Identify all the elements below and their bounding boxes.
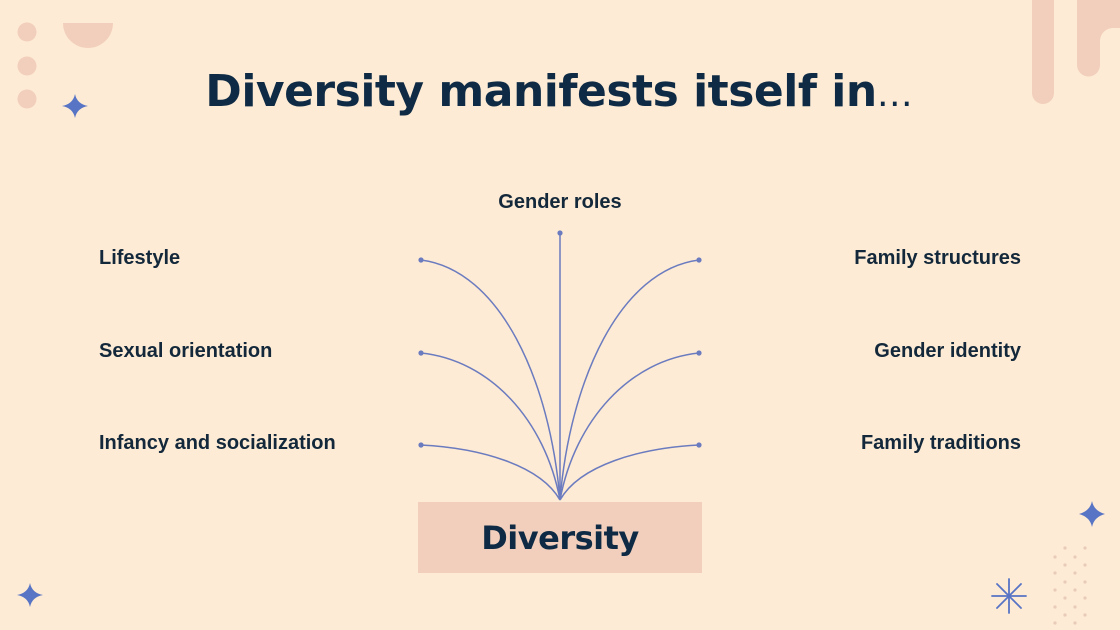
decor-top-right <box>1032 0 1120 104</box>
dot-grid-icon <box>1053 546 1087 625</box>
branch-label-left-1: Lifestyle <box>99 247 181 269</box>
branch-line-left-2 <box>420 352 561 501</box>
decor-bottom-right <box>991 501 1105 625</box>
branch-node-right-1 <box>696 257 702 263</box>
decor-circle-icon <box>17 56 37 76</box>
branch-label-right-1: Family structures <box>854 247 1021 269</box>
branch-line-right-1 <box>559 259 700 501</box>
branch-node-right-2 <box>696 350 702 356</box>
branch-label-left-3: Infancy and socialization <box>99 432 336 454</box>
decor-half-circle-icon <box>63 23 113 48</box>
decor-circle-icon <box>17 22 37 42</box>
branch-node-top <box>557 230 563 236</box>
branch-line-right-2 <box>559 352 700 501</box>
decor-rounded-hook-icon <box>1077 0 1120 77</box>
center-node-label: Diversity <box>481 518 639 557</box>
branch-label-top: Gender roles <box>498 191 622 213</box>
title-ellipsis: … <box>876 74 915 115</box>
title-text: Diversity manifests itself in <box>205 66 877 117</box>
branch-line-right-3 <box>559 444 700 501</box>
branch-node-left-1 <box>418 257 424 263</box>
decor-circle-icon <box>17 89 37 109</box>
branch-line-left-1 <box>420 259 561 501</box>
branch-node-left-2 <box>418 350 424 356</box>
center-node-box: Diversity <box>418 502 702 573</box>
branch-line-left-3 <box>420 444 561 501</box>
branch-label-right-3: Family traditions <box>860 432 1021 454</box>
page-title: Diversity manifests itself in… <box>0 62 1120 125</box>
branch-node-left-3 <box>418 442 424 448</box>
sparkle-star-icon <box>1079 501 1105 527</box>
sparkle-star-icon <box>17 583 43 607</box>
branch-label-right-2: Gender identity <box>874 340 1021 362</box>
decor-top-left <box>17 22 113 118</box>
sparkle-star-icon <box>62 94 88 118</box>
decor-bottom-left <box>17 583 43 607</box>
asterisk-icon <box>991 578 1027 614</box>
branch-label-left-2: Sexual orientation <box>99 340 273 362</box>
branch-node-right-3 <box>696 442 702 448</box>
decor-rounded-bar-icon <box>1032 0 1054 104</box>
